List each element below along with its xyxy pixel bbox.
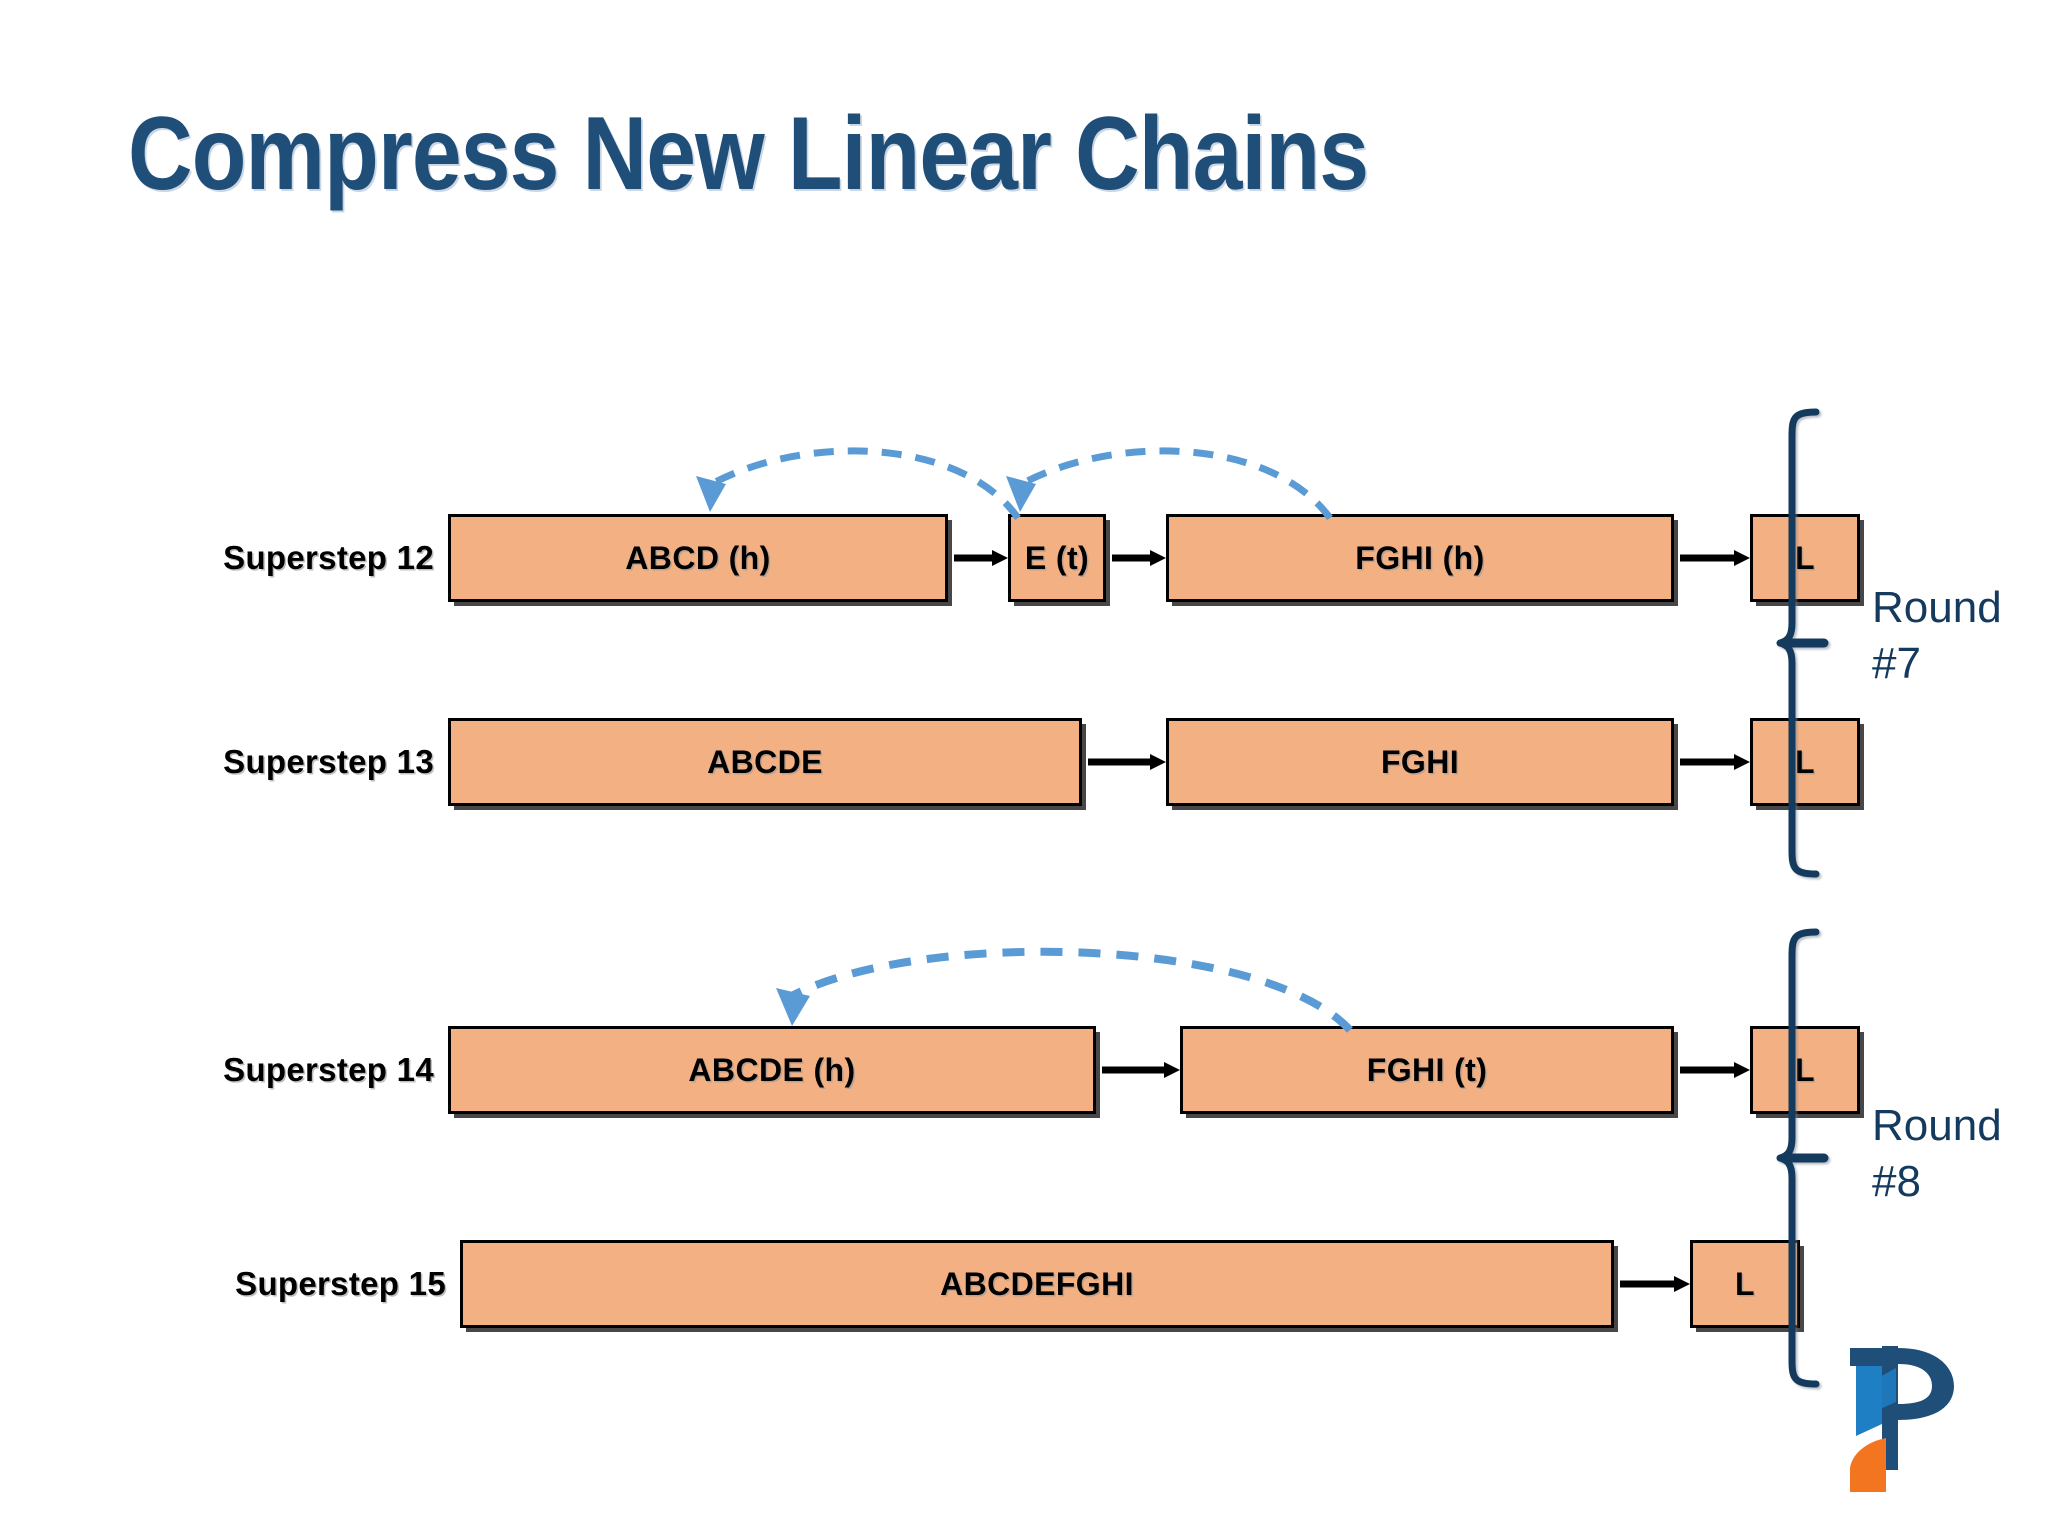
row-superstep-13: Superstep 13 ABCDE FGHI L <box>223 718 1860 806</box>
node-abcd-h[interactable]: ABCD (h) <box>448 514 948 602</box>
p-logo <box>1848 1338 1998 1508</box>
node-l-13[interactable]: L <box>1750 718 1860 806</box>
node-l-15[interactable]: L <box>1690 1240 1800 1328</box>
bracket-round-7 <box>1776 408 1834 878</box>
round-8-label: Round #8 <box>1872 1101 2002 1207</box>
connector-12-b <box>1106 548 1166 568</box>
step-label-12: Superstep 12 <box>223 539 434 576</box>
connector-14-b <box>1674 1060 1750 1080</box>
node-abcde-13[interactable]: ABCDE <box>448 718 1082 806</box>
step-label-15: Superstep 15 <box>235 1265 446 1302</box>
node-fghi-13[interactable]: FGHI <box>1166 718 1674 806</box>
page-title: Compress New Linear Chains <box>128 96 1369 212</box>
node-l-12[interactable]: L <box>1750 514 1860 602</box>
connector-12-a <box>948 548 1008 568</box>
node-fghi-t[interactable]: FGHI (t) <box>1180 1026 1674 1114</box>
row-superstep-12: Superstep 12 ABCD (h) E (t) FGHI (h) L <box>223 514 1860 602</box>
node-abcde-h[interactable]: ABCDE (h) <box>448 1026 1096 1114</box>
step-label-14: Superstep 14 <box>223 1051 434 1088</box>
arc-fghi-to-abcde <box>740 940 1380 1040</box>
node-e-t[interactable]: E (t) <box>1008 514 1106 602</box>
node-l-14[interactable]: L <box>1750 1026 1860 1114</box>
node-abcdefghi[interactable]: ABCDEFGHI <box>460 1240 1614 1328</box>
node-fghi-h[interactable]: FGHI (h) <box>1166 514 1674 602</box>
connector-12-c <box>1674 548 1750 568</box>
connector-15-a <box>1614 1274 1690 1294</box>
round-7-label: Round #7 <box>1872 583 2002 689</box>
connector-14-a <box>1096 1060 1180 1080</box>
connector-13-a <box>1082 752 1166 772</box>
step-label-13: Superstep 13 <box>223 743 434 780</box>
row-superstep-15: Superstep 15 ABCDEFGHI L <box>235 1240 1800 1328</box>
connector-13-b <box>1674 752 1750 772</box>
row-superstep-14: Superstep 14 ABCDE (h) FGHI (t) L <box>223 1026 1860 1114</box>
